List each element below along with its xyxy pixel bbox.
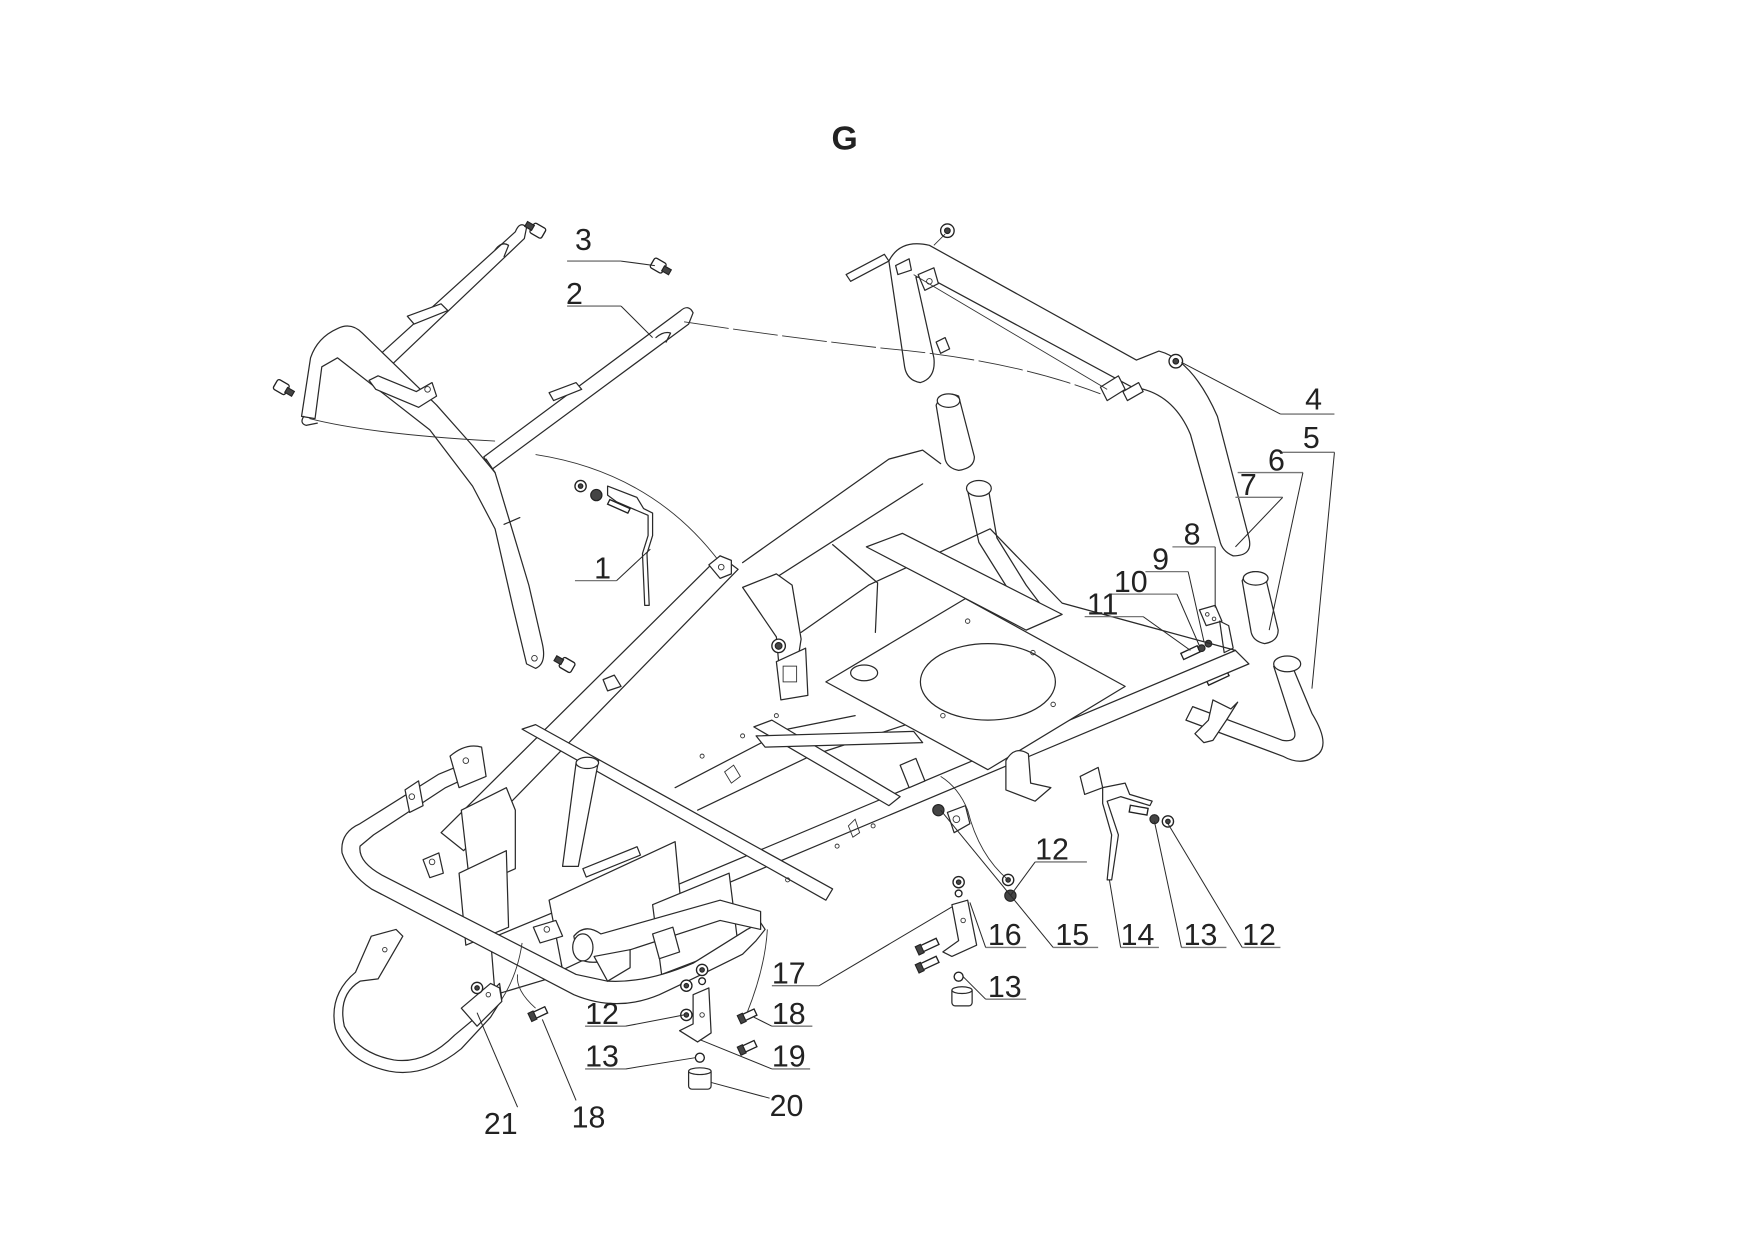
callout-10: 10 (1114, 566, 1148, 599)
callout-9: 9 (1152, 543, 1169, 576)
callout-8: 8 (1184, 519, 1201, 552)
callout-11: 11 (1087, 588, 1119, 621)
callout-7: 7 (1240, 469, 1257, 502)
section-letter: G (831, 120, 857, 158)
callout-18-right: 18 (772, 998, 806, 1031)
main-frame (440, 449, 1250, 996)
front-bumper (341, 745, 766, 1005)
bolt-hardware (272, 220, 673, 674)
nut-item-4-icon (1168, 353, 1184, 369)
leader-lines (476, 233, 1335, 1108)
callout-3: 3 (575, 224, 592, 257)
callout-12-lower: 12 (585, 998, 619, 1031)
callout-14: 14 (1121, 919, 1155, 952)
rear-bumper (333, 928, 523, 1074)
callout-labels: 1 2 3 4 5 6 7 8 9 10 11 12 15 16 14 13 1… (484, 224, 1322, 1141)
callout-19: 19 (772, 1041, 806, 1074)
bolt-item-3-icon (649, 257, 673, 276)
callout-12-upper: 12 (1035, 834, 1069, 867)
callout-6: 6 (1268, 444, 1285, 477)
callout-12-right: 12 (1242, 919, 1276, 952)
callout-13-right: 13 (1184, 919, 1218, 952)
callout-20: 20 (770, 1090, 804, 1123)
front-roll-bar (684, 223, 1324, 762)
callout-16: 16 (988, 919, 1022, 952)
callout-13-middle: 13 (988, 971, 1022, 1004)
callout-18-left: 18 (572, 1101, 606, 1134)
rear-roll-bar (300, 224, 721, 670)
bracket-item-19 (516, 929, 768, 1090)
bracket-item-16 (914, 776, 1017, 1007)
callout-5: 5 (1303, 422, 1320, 455)
rod-item-1 (574, 479, 654, 606)
callout-21: 21 (484, 1108, 518, 1141)
callout-1: 1 (594, 552, 611, 585)
callout-2: 2 (566, 278, 583, 311)
callout-13-lower: 13 (585, 1041, 619, 1074)
rod-item-14 (1102, 782, 1175, 881)
callout-17: 17 (772, 957, 806, 990)
callout-4: 4 (1305, 384, 1322, 417)
callout-15: 15 (1055, 919, 1089, 952)
